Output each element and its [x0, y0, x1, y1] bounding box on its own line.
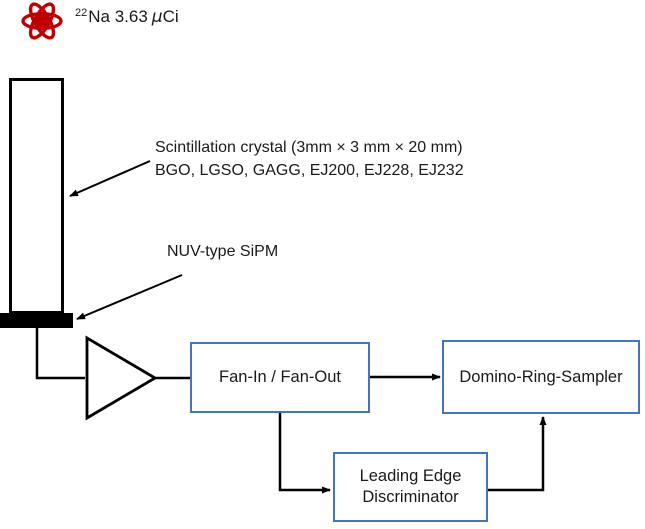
fan-to-discriminator-arrow — [278, 413, 331, 494]
sipm-shape — [0, 313, 73, 328]
discriminator-label-line1: Leading Edge — [359, 467, 462, 485]
domino-ring-sampler-label: Domino-Ring-Sampler — [459, 367, 623, 386]
leading-edge-discriminator-label: Leading Edge Discriminator — [360, 466, 462, 508]
crystal-label-line1: Scintillation crystal (3mm × 3 mm × 20 m… — [155, 139, 463, 156]
leading-edge-discriminator-box: Leading Edge Discriminator — [333, 452, 488, 522]
isotope-mass-number: 22 — [75, 7, 88, 19]
crystal-label-line2: BGO, LGSO, GAGG, EJ200, EJ228, EJ232 — [155, 162, 464, 179]
fan-in-fan-out-box: Fan-In / Fan-Out — [190, 342, 370, 413]
atom-icon — [21, 2, 63, 40]
sipm-to-amplifier-line — [35, 328, 85, 380]
atom-orbit-left — [28, 2, 56, 40]
amplifier-triangle — [85, 335, 158, 421]
micro-symbol: μ — [151, 7, 163, 27]
sipm-annotation-arrow — [76, 274, 183, 320]
scintillation-crystal-shape — [9, 78, 64, 314]
discriminator-to-drs-arrow — [488, 416, 547, 492]
atom-nucleus — [35, 14, 49, 28]
crystal-annotation-arrow — [69, 160, 151, 197]
sipm-label: NUV-type SiPM — [167, 243, 279, 260]
atom-orbit-horizontal — [21, 11, 63, 31]
atom-orbit-right — [28, 2, 56, 40]
fan-in-fan-out-label: Fan-In / Fan-Out — [219, 368, 341, 386]
activity-unit: Ci — [162, 7, 179, 26]
domino-ring-sampler-box: Domino-Ring-Sampler — [442, 340, 640, 414]
discriminator-label-line2: Discriminator — [362, 488, 459, 506]
isotope-activity-text: Na 3.63 — [88, 7, 148, 26]
